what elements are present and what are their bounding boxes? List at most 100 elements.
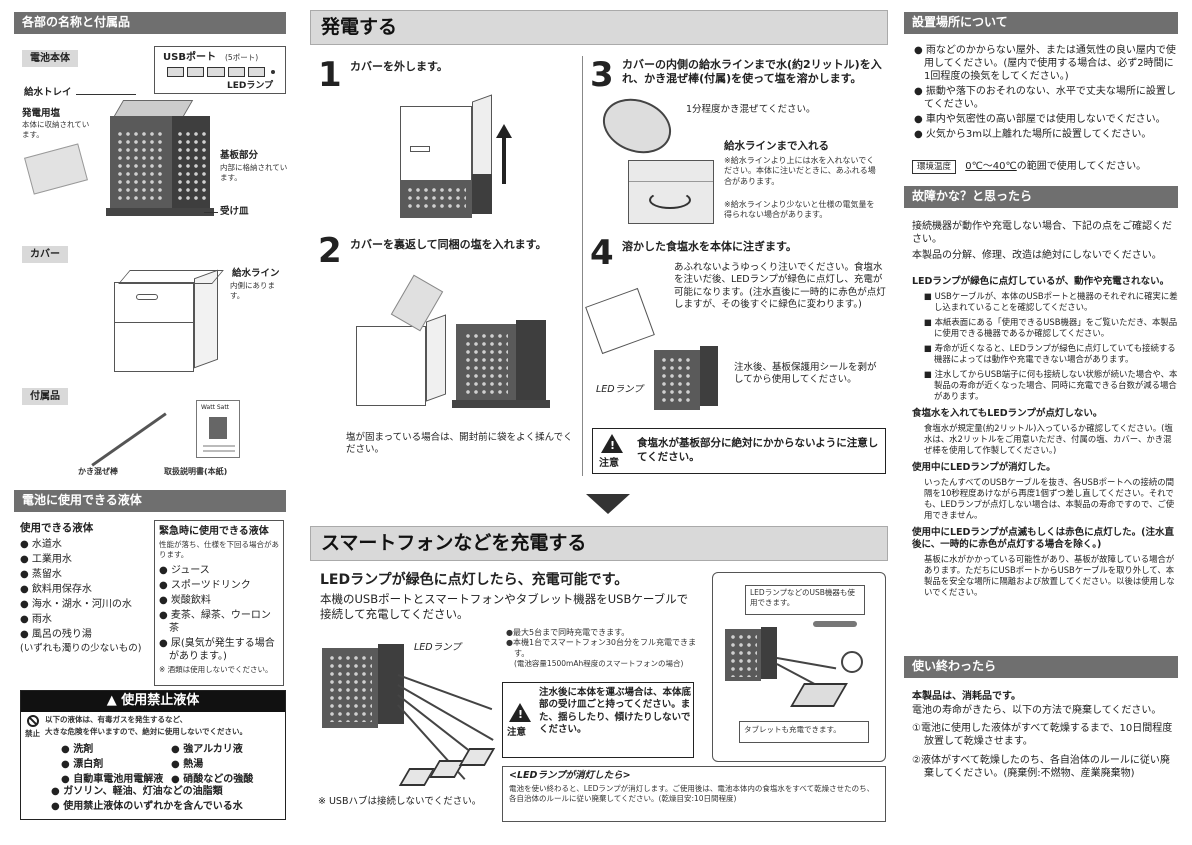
step4-seal: 注水後、基板保護用シールを剥がしてから使用してください。 <box>734 362 877 386</box>
cover-tag: カバー <box>22 246 68 263</box>
t2-text: 食塩水が規定量(約2リットル)入っているか確認してください。(塩水は、水2リット… <box>924 422 1173 455</box>
prohibited-left-list: ● 洗剤 ● 漂白剤 ● 自動車電池用電解液 <box>61 743 163 788</box>
prohibited-item: ● 自動車電池用電解液 <box>61 774 164 785</box>
emergency-item: ● スポーツドリンク <box>159 579 251 591</box>
usable-item: ● 飲料用保存水 <box>20 583 92 595</box>
place-item: ● 雨などのかからない屋外、または通気性の良い屋内で使用してください。(屋内で使… <box>914 45 1176 82</box>
battery-body-illustration <box>106 100 214 218</box>
place-header: 設置場所について <box>904 12 1178 34</box>
step1-illustration <box>400 94 520 226</box>
prohibited-item: ● ガソリン、軽油、灯油などの油脂類 <box>51 786 223 797</box>
waterline-title: 給水ライン <box>232 268 280 279</box>
end-step1: ①電池に使用した液体がすべて乾燥するまで、10日間程度放置して乾燥させます。 <box>912 723 1173 747</box>
dish-leader <box>204 212 218 213</box>
prohibited-item: ● 洗剤 <box>61 744 94 755</box>
emergency-desc: 性能が落ち、仕様を下回る場合があります。 <box>159 540 279 559</box>
step4-title: 溶かした食塩水を本体に注ぎます。 <box>622 240 797 253</box>
caution-box: 注意 食塩水が基板部分に絶対にかからないように注意してください。 <box>592 428 886 474</box>
board-title: 基板部分 <box>220 150 259 161</box>
t4-title: 使用中にLEDランプが点滅もしくは赤色に点灯した。(注水直後に、一時的に赤色が点… <box>912 526 1174 551</box>
t1-list: ■ USBケーブルが、本体のUSBポートと機器のそれぞれに確実に差し込まれている… <box>912 291 1178 401</box>
battery-tag: 電池本体 <box>22 50 78 67</box>
emergency-list: ● ジュース ● スポーツドリンク ● 炭酸飲料 ● 麦茶、緑茶、ウーロン茶 ● 尿(臭… <box>159 564 279 663</box>
trouble-list: LEDランプが緑色に点灯しているが、動作や充電されない。 ■ USBケーブルが、… <box>912 270 1178 598</box>
step3-title: カバーの内側の給水ラインまで水(約2リットル)を入れ、かき混ぜ棒(付属)を使って… <box>622 58 882 86</box>
emergency-note: ※ 酒類は使用しないでください。 <box>159 664 273 674</box>
step1-number: 1 <box>318 55 342 95</box>
cover-illustration <box>114 262 224 378</box>
prohibited-warning-icon: ▲ <box>106 693 117 708</box>
parts-header: 各部の名称と付属品 <box>14 12 286 34</box>
manual-brand: Watt Satt <box>201 404 230 411</box>
devices-callout: LEDランプなどのUSB機器も使用できます。 タブレットも充電できます。 <box>712 572 886 762</box>
t2-title: 食塩水を入れてもLEDランプが点灯しない。 <box>912 407 1103 419</box>
up-arrow-icon <box>502 136 506 184</box>
led-off-text: 電池を使い終わると、LEDランプが消灯します。ご使用後は、電池本体内の食塩水をす… <box>509 784 875 804</box>
t1-title: LEDランプが緑色に点灯しているが、動作や充電されない。 <box>912 276 1170 287</box>
prohibited-intro1: 以下の液体は、有毒ガスを発生するなど、 <box>45 715 188 724</box>
step4-desc: あふれないようゆっくり注いでください。食塩水を注いだ後、LEDランプが緑色に点灯… <box>674 262 886 311</box>
step3-number: 3 <box>590 55 614 95</box>
charge-desc: 本機のUSBポートとスマートフォンやタブレット機器をUSBケーブルで接続して充電… <box>320 592 689 621</box>
manual-label: 取扱説明書(本紙) <box>164 467 228 476</box>
end-header: 使い終わったら <box>904 656 1178 678</box>
usable-item: ● 雨水 <box>20 613 52 625</box>
desk-lamp-icon <box>813 621 857 627</box>
emergency-item: ● 尿(臭気が発生する場合があります。) <box>159 637 275 662</box>
fan-icon <box>841 651 863 673</box>
emergency-item: ● 炭酸飲料 <box>159 594 211 606</box>
place-item: ● 振動や落下のおそれのない、水平で丈夫な場所に設置してください。 <box>914 86 1176 110</box>
t3-title: 使用中にLEDランプが消灯した。 <box>912 461 1056 473</box>
callout-battery-icon <box>725 629 761 681</box>
usable-title: 使用できる液体 <box>20 522 94 534</box>
env-temp: 環境温度 0℃〜40℃の範囲で使用してください。 <box>912 160 1147 174</box>
led-off-box: <LEDランプが消灯したら> 電池を使い終わると、LEDランプが消灯します。ご使… <box>502 766 886 822</box>
salt-desc: 本体に収納されています。 <box>22 120 90 140</box>
usb-port-callout: USBポート (5ポート) LEDランプ <box>154 46 286 94</box>
prohibited-no-icon <box>27 715 39 727</box>
tablet-icon <box>790 683 848 707</box>
emergency-title: 緊急時に使用できる液体 <box>159 526 269 537</box>
next-arrow-icon <box>586 494 630 514</box>
caution-label: 注意 <box>599 458 619 469</box>
end-title: 本製品は、消耗品です。 <box>912 691 1021 702</box>
stir-rotation-icon <box>649 191 691 209</box>
step2-title: カバーを裏返して同梱の塩を入れます。 <box>350 238 547 251</box>
charge-header: スマートフォンなどを充電する <box>310 526 888 561</box>
step1-title: カバーを外します。 <box>350 60 448 73</box>
usable-item: ● 工業用水 <box>20 553 72 565</box>
prohibited-item: ● 漂白剤 <box>61 759 104 770</box>
gen-header: 発電する <box>310 10 888 45</box>
env-temp-suffix: の範囲で使用してください。 <box>1016 161 1147 172</box>
charge-b1: 最大5台まで同時充電できます。 <box>512 628 630 637</box>
step4-led: LEDランプ <box>596 384 643 395</box>
step2-note: 塩が固まっている場合は、開封前に袋をよく揉んでください。 <box>346 432 573 456</box>
usable-list: ● 水道水● 工業用水● 蒸留水● 飲料用保存水● 海水・湖水・河川の水● 雨水… <box>20 538 150 641</box>
emergency-item: ● ジュース <box>159 564 210 576</box>
trouble-item: ■ 本紙表面にある「使用できるUSB機器」をご覧いただき、本製品に使用できる機器… <box>924 317 1178 339</box>
charge-b2: 本機1台でスマートフォン30台分をフル充電できます。 <box>512 638 697 658</box>
salt-box: 発電用塩 本体に収納されています。 <box>22 108 98 195</box>
move-caution-text: 注水後に本体を運ぶ場合は、本体底部の受け皿ごと持ってください。また、揺らしたり、… <box>539 687 692 736</box>
liquids-header: 電池に使用できる液体 <box>14 490 286 512</box>
led-off-title: <LEDランプが消灯したら> <box>509 770 631 781</box>
trouble-item: ■ USBケーブルが、本体のUSBポートと機器のそれぞれに確実に差し込まれている… <box>924 291 1178 313</box>
dish-label: 受け皿 <box>220 206 249 217</box>
stir-stick-illustration <box>91 412 167 467</box>
manual-illustration: Watt Satt <box>196 400 240 458</box>
board-desc: 内部に格納されています。 <box>220 163 288 182</box>
tray-label: 給水トレイ <box>24 87 72 98</box>
charge-bullets: 最大5台まで同時充電できます。 本機1台でスマートフォン30台分をフル充電できま… <box>506 628 702 669</box>
step3-note2: ※給水ラインより少ないと仕様の電気量を得られない場合があります。 <box>724 200 875 220</box>
prohibited-item: ● 強アルカリ液 <box>171 744 243 755</box>
usable-item: ● 海水・湖水・河川の水 <box>20 598 132 610</box>
emergency-item: ● 麦茶、緑茶、ウーロン茶 <box>159 609 271 634</box>
usb-port-label: USBポート <box>163 52 216 63</box>
charge-led: LEDランプ <box>414 642 461 653</box>
salt-title: 発電用塩 <box>22 108 61 119</box>
place-list: ● 雨などのかからない屋外、または通気性の良い屋内で使用してください。(屋内で使… <box>914 44 1176 143</box>
prohibited-item: ● 熱湯 <box>171 759 204 770</box>
charge-usb-note: ※ USBハブは接続しないでください。 <box>318 796 482 807</box>
usable-item: ● 蒸留水 <box>20 568 62 580</box>
trouble-header: 故障かな？と思ったら <box>904 186 1178 208</box>
